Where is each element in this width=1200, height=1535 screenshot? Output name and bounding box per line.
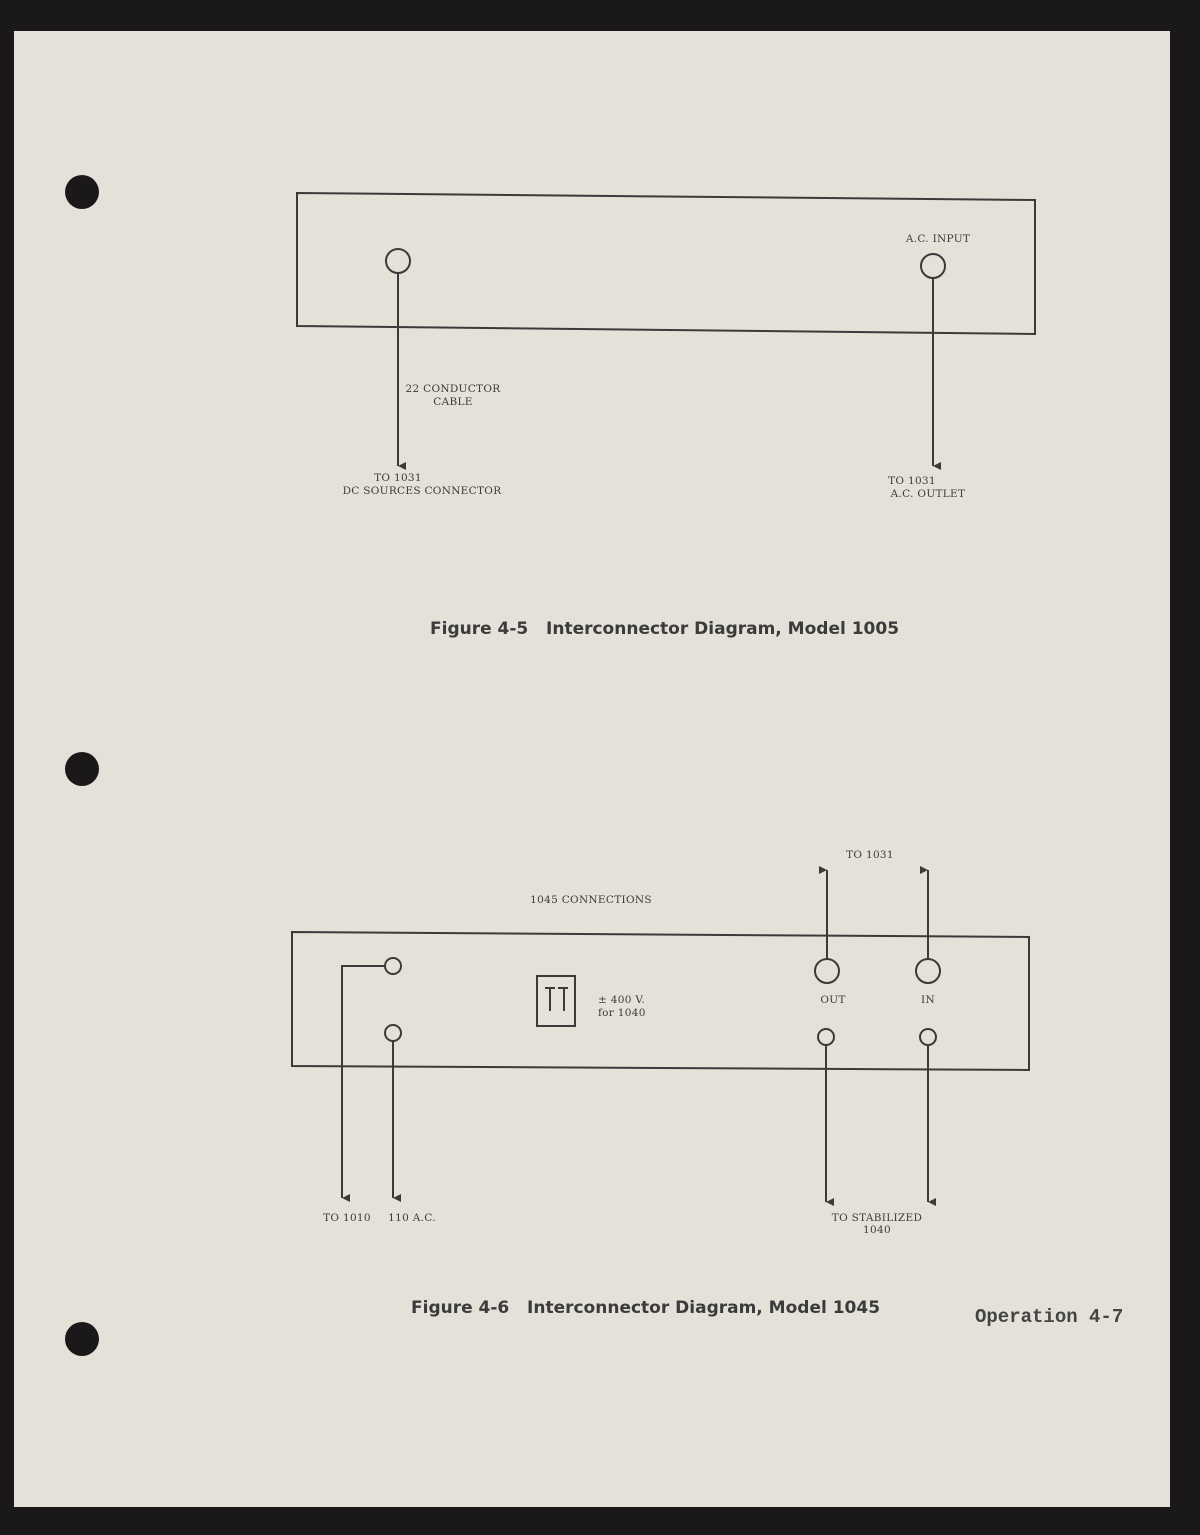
right-dest-label: TO 1031 [888,475,936,487]
left-dest-label: TO 1031 [374,472,422,484]
cable-label-2: CABLE [433,396,472,408]
left-dest-label-2: DC SOURCES CONNECTOR [343,485,503,497]
in-label: IN [921,994,935,1006]
to-1010-arrow [341,965,385,1202]
to-1031-label: TO 1031 [846,849,894,861]
ac-input-label: A.C. INPUT [905,233,970,245]
page-number: Operation 4-7 [975,1306,1123,1328]
paper-sheet [14,31,1170,1507]
panel-title: 1045 CONNECTIONS [530,894,652,906]
model-1005-panel [296,191,1036,336]
figure-4-6-diagram: 1045 CONNECTIONS TO 1031 ± 400 V. for 10… [291,849,1030,1236]
voltage-label-2: for 1040 [598,1007,646,1019]
figure-4-5-diagram: A.C. INPUT 22 CONDUCTOR CABLE TO 1031 DC… [296,191,1036,500]
right-dest-label-2: A.C. OUTLET [890,488,966,500]
ac-110-label: 110 A.C. [388,1212,436,1224]
voltage-label: ± 400 V. [598,994,645,1006]
figure-4-5-caption: Figure 4-5 Interconnector Diagram, Model… [430,619,899,639]
out-label: OUT [820,994,845,1006]
cable-label: 22 CONDUCTOR [406,383,502,395]
stabilized-label: TO STABILIZED [832,1212,922,1224]
figure-4-6-caption: Figure 4-6 Interconnector Diagram, Model… [411,1298,880,1318]
to-1010-label: TO 1010 [323,1212,371,1224]
high-voltage-socket [536,975,576,1027]
stabilized-label-2: 1040 [863,1224,891,1236]
punch-hole-bottom [65,1322,99,1356]
punch-hole-top [65,175,99,209]
model-1045-panel [291,930,1030,1072]
punch-hole-middle [65,752,99,786]
